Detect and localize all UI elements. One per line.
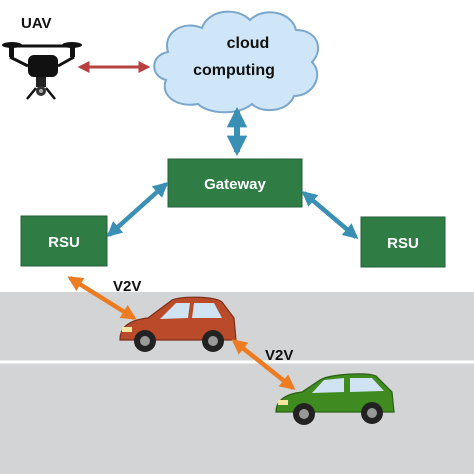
green-car-icon xyxy=(275,373,395,425)
v2v-label-bottom: V2V xyxy=(265,347,293,364)
gateway-rsu-right-link xyxy=(301,191,359,239)
rsu-right-label: RSU xyxy=(387,235,419,252)
rsu-right-box xyxy=(360,216,446,268)
rsu-left-box xyxy=(20,215,108,267)
rsu-left-label: RSU xyxy=(48,234,80,251)
uav-drone-icon xyxy=(2,42,82,100)
gateway-box xyxy=(167,158,303,208)
v2v-label-top: V2V xyxy=(113,278,141,295)
v2v-link-bottom xyxy=(231,339,296,390)
cloud-shape xyxy=(153,10,320,114)
gateway-rsu-left-link xyxy=(106,181,169,238)
gateway-label: Gateway xyxy=(204,176,266,193)
cloud-label-line1: cloud xyxy=(227,35,270,52)
v2v-link-top xyxy=(67,276,137,320)
road xyxy=(0,292,474,474)
red-car-icon xyxy=(119,296,237,352)
cloud-label-line2: computing xyxy=(193,62,275,79)
uav-label: UAV xyxy=(21,15,52,32)
